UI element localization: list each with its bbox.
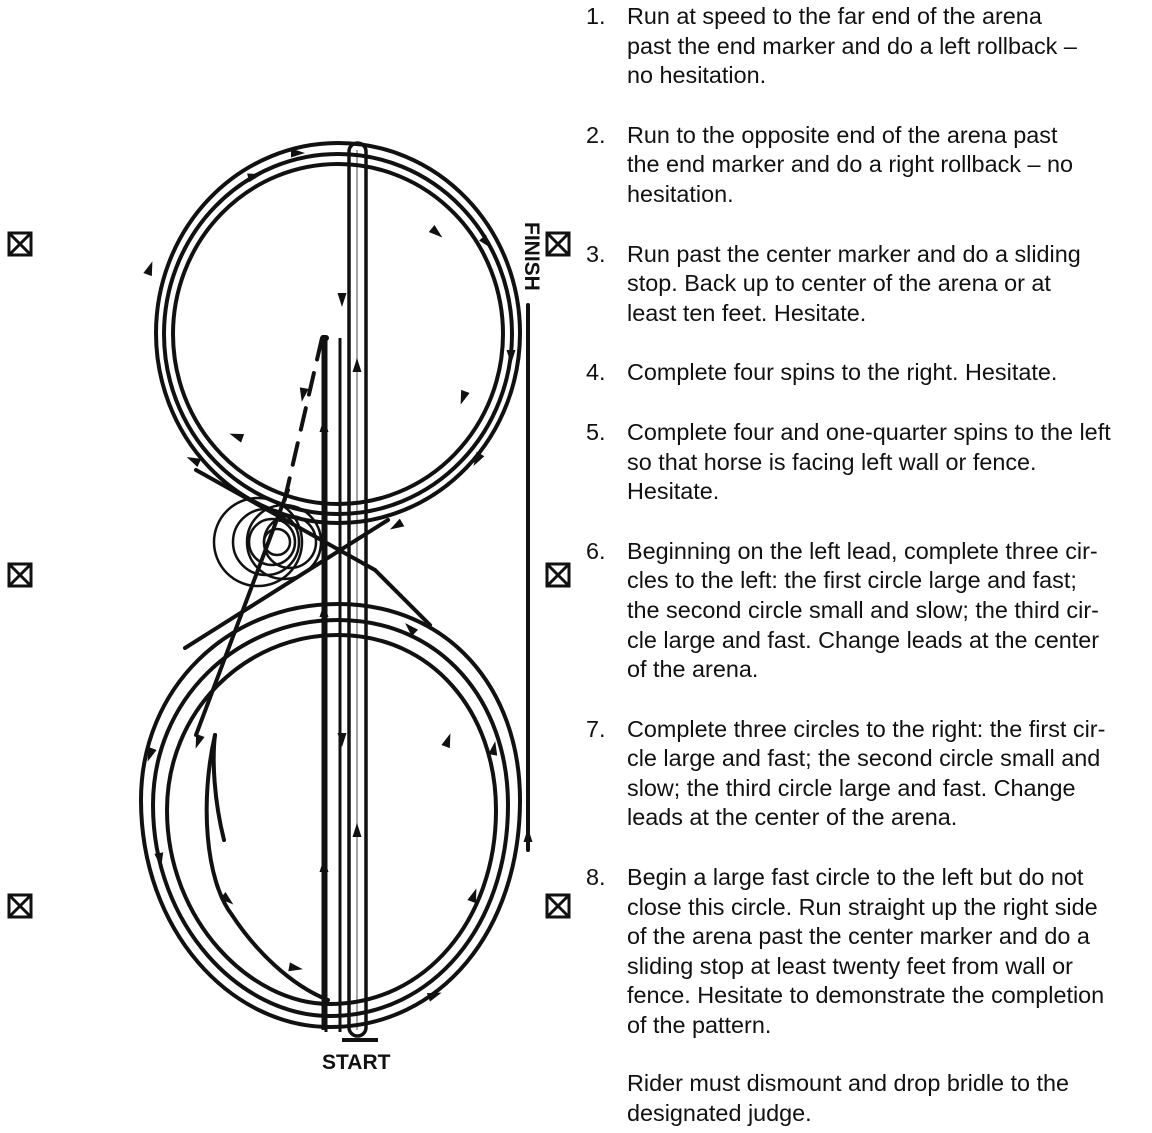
finish-label: FINISH bbox=[520, 222, 543, 291]
instruction-number: 3. bbox=[586, 240, 606, 267]
center-marker-icon bbox=[545, 562, 571, 588]
crossover-line-a bbox=[194, 468, 377, 572]
instruction-text: Begin a large fast circle to the left bu… bbox=[627, 864, 1105, 1039]
instruction-item: 6. Beginning on the left lead, complete … bbox=[586, 537, 1152, 685]
left-end-marker-icon bbox=[7, 231, 33, 257]
instruction-number: 8. bbox=[586, 864, 606, 891]
left-center-marker-icon bbox=[7, 562, 33, 588]
instruction-text: Run at speed to the far end of the arena… bbox=[627, 3, 1077, 89]
crossover-line-b bbox=[373, 568, 432, 627]
instruction-item: 8. Begin a large fast circle to the left… bbox=[586, 863, 1152, 1041]
instruction-text: Run past the center marker and do a slid… bbox=[627, 240, 1081, 326]
instruction-number: 4. bbox=[586, 359, 606, 386]
instruction-number: 1. bbox=[586, 3, 606, 29]
start-label: START bbox=[322, 1051, 391, 1074]
left-bottom-marker-icon bbox=[7, 893, 33, 919]
instruction-item: 3. Run past the center marker and do a s… bbox=[586, 240, 1152, 329]
left-loop-path bbox=[204, 733, 330, 1002]
direction-arrows bbox=[143, 148, 533, 1002]
instruction-item: 5. Complete four and one-quarter spins t… bbox=[586, 418, 1152, 507]
instruction-text: Beginning on the left lead, complete thr… bbox=[627, 537, 1100, 683]
instruction-number: 5. bbox=[586, 418, 606, 445]
instruction-text: Complete four and one-quarter spins to t… bbox=[627, 418, 1111, 505]
footnote-text: Rider must dismount and drop bridle to t… bbox=[627, 1070, 1070, 1126]
instruction-text: Complete four spins to the right. Hesita… bbox=[627, 359, 1058, 386]
instruction-text: Complete three circles to the right: the… bbox=[627, 715, 1106, 831]
right-bottom-marker-icon bbox=[545, 893, 571, 919]
bottom-circles bbox=[139, 602, 522, 1029]
spin-circles bbox=[212, 496, 323, 588]
reining-pattern-diagram: START FINISH bbox=[7, 141, 571, 1074]
instruction-number: 6. bbox=[586, 537, 606, 564]
center-run-lines bbox=[323, 141, 378, 1042]
pattern-instructions-list: 1. Run at speed to the far end of the ar… bbox=[586, 0, 1152, 1071]
left-loop-inner-path bbox=[211, 733, 226, 842]
instruction-number: 2. bbox=[586, 121, 606, 148]
crossover-line-c bbox=[183, 518, 390, 650]
instruction-item: 7. Complete three circles to the right: … bbox=[586, 715, 1152, 833]
instruction-number: 7. bbox=[586, 715, 606, 742]
backup-dashed-line bbox=[278, 336, 324, 522]
instruction-text: Run to the opposite end of the arena pas… bbox=[627, 121, 1073, 207]
instruction-item: 4. Complete four spins to the right. Hes… bbox=[586, 358, 1152, 388]
instruction-item: 1. Run at speed to the far end of the ar… bbox=[586, 2, 1152, 91]
right-end-marker-icon bbox=[545, 231, 571, 257]
top-circles bbox=[154, 141, 522, 525]
instruction-item: 2. Run to the opposite end of the arena … bbox=[586, 121, 1152, 210]
